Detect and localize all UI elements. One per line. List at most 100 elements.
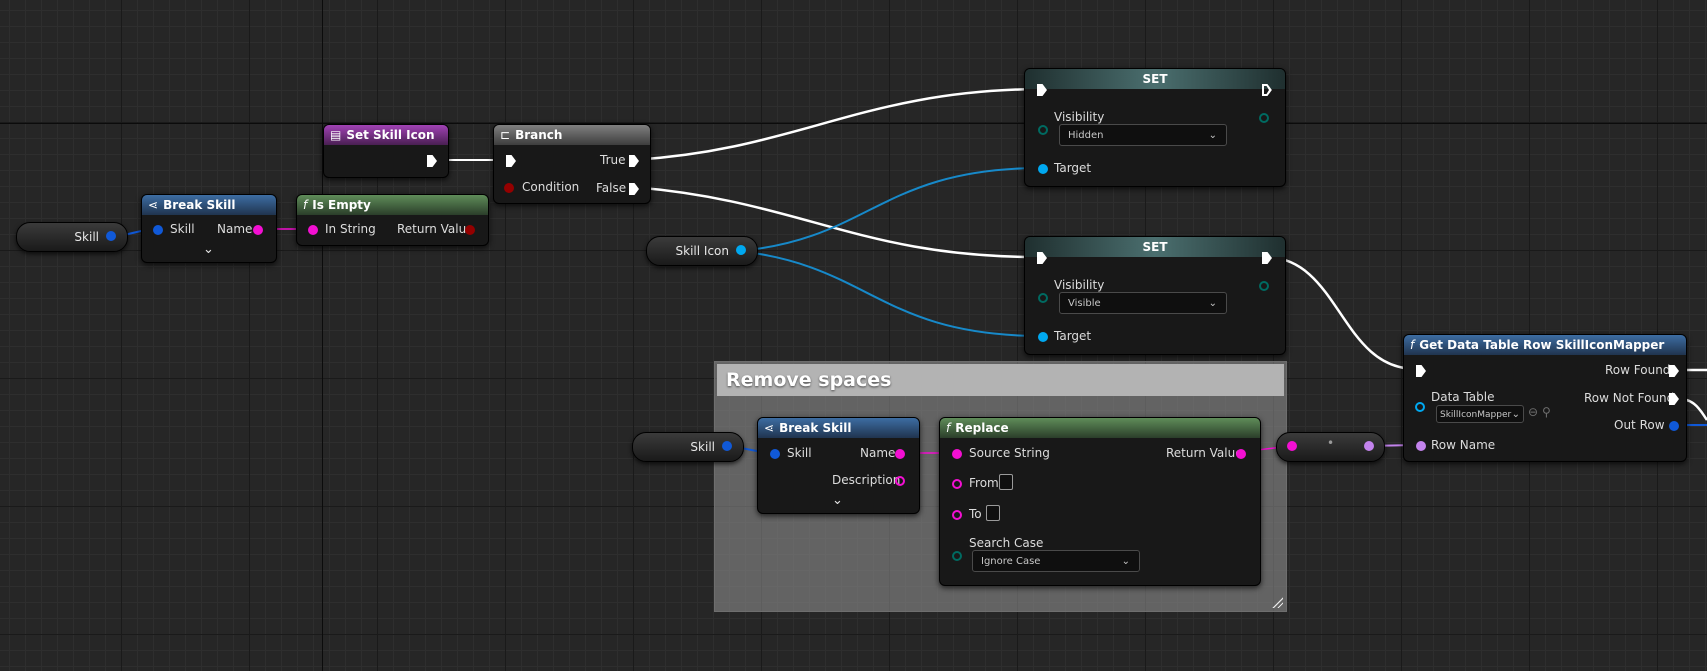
row-not-found-exec-output-pin[interactable] (1669, 393, 1679, 405)
skill-pin-label: Skill (787, 446, 812, 460)
visibility-input-pin[interactable] (1038, 125, 1048, 135)
data-table-pin-label: Data Table (1431, 390, 1495, 404)
from-pin-label: From (969, 476, 999, 490)
visibility-output-pin[interactable] (1259, 281, 1269, 291)
wire-true-to-set-1 (631, 87, 1043, 162)
skill-input-pin[interactable] (770, 449, 780, 459)
skill-variable-node-2[interactable]: Skill (632, 432, 744, 462)
name-output-pin[interactable] (895, 449, 905, 459)
branch-header[interactable]: ⊏Branch (494, 125, 650, 145)
set-header[interactable]: SET (1025, 69, 1285, 89)
comment-title[interactable]: Remove spaces (717, 364, 1284, 396)
search-case-input-pin[interactable] (952, 551, 962, 561)
to-pin-label: To (969, 507, 982, 521)
set-skill-icon-event-node[interactable]: ▤Set Skill Icon (323, 124, 449, 178)
target-input-pin[interactable] (1038, 164, 1048, 174)
visibility-dropdown[interactable]: Hidden ⌄ (1059, 124, 1227, 146)
from-text-field[interactable] (999, 474, 1013, 490)
target-pin-label: Target (1054, 329, 1092, 343)
condition-pin-label: Condition (522, 180, 580, 194)
asset-browse-icon[interactable]: ⊖ (1528, 405, 1539, 419)
name-output-pin[interactable] (253, 225, 263, 235)
skill-variable-label: Skill (690, 440, 715, 454)
source-string-pin-label: Source String (969, 446, 1050, 460)
name-pin-label: Name (217, 222, 253, 236)
grid-origin-vertical (322, 0, 323, 671)
set-visibility-hidden-node[interactable]: SET Visibility Hidden ⌄ Target (1024, 68, 1286, 187)
skill-input-pin[interactable] (153, 225, 163, 235)
chevron-down-icon: ⌄ (1121, 556, 1130, 567)
break-skill-node[interactable]: ⋖Break Skill Skill Name ⌄ (141, 194, 277, 263)
source-string-input-pin[interactable] (952, 449, 962, 459)
to-input-pin[interactable] (952, 510, 962, 520)
return-value-output-pin[interactable] (1236, 449, 1246, 459)
target-pin-label: Target (1054, 161, 1092, 175)
name-pin-label: Name (860, 446, 896, 460)
return-value-pin-label: Return Value (1166, 446, 1243, 460)
break-skill-header[interactable]: ⋖Break Skill (142, 195, 276, 215)
function-icon: f (946, 421, 951, 435)
target-input-pin[interactable] (1038, 332, 1048, 342)
wire-skill-icon-to-target-1 (737, 167, 1043, 252)
conversion-input-pin[interactable] (1287, 441, 1297, 451)
skill-icon-output-pin[interactable] (736, 245, 746, 255)
set-skill-icon-header[interactable]: ▤Set Skill Icon (324, 125, 448, 145)
branch-node[interactable]: ⊏Branch True Condition False (493, 124, 651, 204)
skill-output-pin[interactable] (722, 441, 732, 451)
in-string-input-pin[interactable] (308, 225, 318, 235)
visibility-output-pin[interactable] (1259, 113, 1269, 123)
false-pin-label: False (596, 181, 627, 195)
skill-pin-label: Skill (170, 222, 195, 236)
row-name-pin-label: Row Name (1431, 438, 1496, 452)
chevron-down-icon: ⌄ (1208, 130, 1217, 141)
search-case-pin-label: Search Case (969, 536, 1044, 550)
break-skill-node-2[interactable]: ⋖Break Skill Skill Name Description ⌄ (757, 417, 920, 514)
set-header[interactable]: SET (1025, 237, 1285, 257)
row-found-exec-output-pin[interactable] (1669, 365, 1679, 377)
set-visibility-visible-node[interactable]: SET Visibility Visible ⌄ Target (1024, 236, 1286, 355)
exec-output-pin[interactable] (427, 155, 437, 167)
exec-input-pin[interactable] (506, 155, 516, 167)
description-output-pin[interactable] (895, 476, 905, 486)
chevron-down-icon[interactable]: ⌄ (203, 242, 214, 257)
grid-origin-horizontal (0, 123, 1707, 124)
search-icon[interactable]: ⚲ (1542, 405, 1551, 419)
exec-input-pin[interactable] (1416, 365, 1426, 377)
out-row-output-pin[interactable] (1669, 421, 1679, 431)
data-table-dropdown[interactable]: SkillIconMapper ⌄ (1436, 405, 1524, 423)
true-exec-output-pin[interactable] (629, 155, 639, 167)
break-skill-header[interactable]: ⋖Break Skill (758, 418, 919, 438)
skill-output-pin[interactable] (106, 231, 116, 241)
visibility-pin-label: Visibility (1054, 110, 1105, 124)
visibility-dropdown[interactable]: Visible ⌄ (1059, 292, 1227, 314)
conversion-dot-icon: • (1327, 436, 1335, 450)
return-value-output-pin[interactable] (465, 225, 475, 235)
resize-handle-icon[interactable] (1271, 596, 1283, 608)
condition-input-pin[interactable] (504, 183, 514, 193)
row-name-input-pin[interactable] (1416, 441, 1426, 451)
skill-icon-variable-label: Skill Icon (675, 244, 729, 258)
wire-set-2-to-get-data-table-row (1264, 255, 1417, 371)
conversion-output-pin[interactable] (1364, 441, 1374, 451)
skill-icon-variable-node[interactable]: Skill Icon (646, 236, 758, 266)
row-not-found-pin-label: Row Not Found (1584, 391, 1675, 405)
to-text-field[interactable] (986, 505, 1000, 521)
data-table-input-pin[interactable] (1415, 402, 1425, 412)
wire-skill-icon-to-target-2 (737, 250, 1043, 337)
visibility-input-pin[interactable] (1038, 293, 1048, 303)
chevron-down-icon[interactable]: ⌄ (832, 493, 843, 508)
search-case-dropdown[interactable]: Ignore Case ⌄ (972, 550, 1140, 572)
true-pin-label: True (600, 153, 626, 167)
function-icon: f (303, 198, 308, 212)
skill-variable-node[interactable]: Skill (16, 222, 128, 252)
visibility-pin-label: Visibility (1054, 278, 1105, 292)
string-to-name-conversion-node[interactable]: • (1276, 432, 1385, 462)
from-input-pin[interactable] (952, 479, 962, 489)
false-exec-output-pin[interactable] (629, 183, 639, 195)
